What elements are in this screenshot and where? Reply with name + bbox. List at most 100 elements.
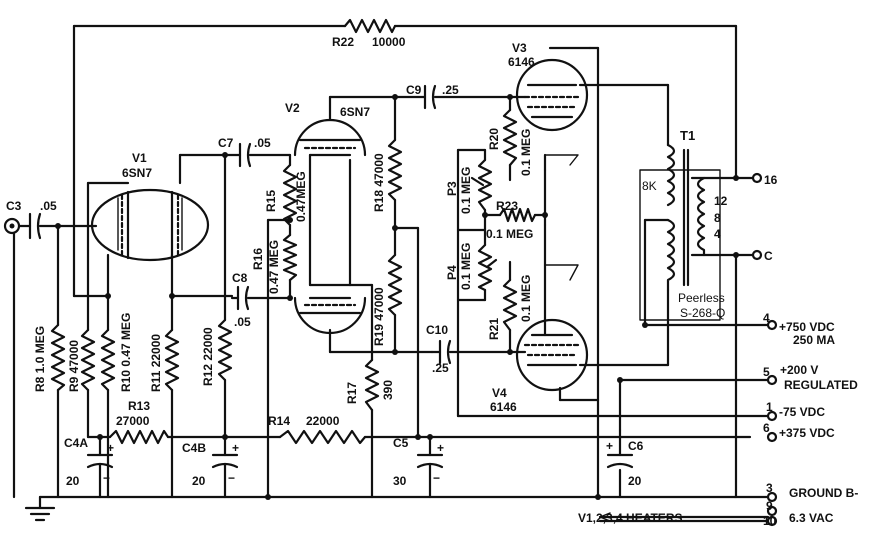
terminal-10-label: 6.3 VAC xyxy=(789,511,834,525)
v2-name: V2 xyxy=(285,101,300,115)
r22-value: 10000 xyxy=(372,35,406,49)
heaters-label: V1,2,3,4 HEATERS xyxy=(578,511,682,525)
svg-text:+: + xyxy=(107,441,114,455)
c4b-capacitor xyxy=(211,435,239,499)
r19-label: R19 47000 xyxy=(372,287,386,346)
c9-value: .25 xyxy=(442,83,459,97)
c3-ref: C3 xyxy=(6,199,22,213)
junction-dots xyxy=(55,94,739,500)
v4-type: 6146 xyxy=(490,400,517,414)
r18-label: R18 47000 xyxy=(372,153,386,212)
c5-ref: C5 xyxy=(393,436,409,450)
c7-value: .05 xyxy=(254,136,271,150)
input-jack-icon xyxy=(3,217,21,235)
terminal-3-label: GROUND B- xyxy=(789,486,858,500)
v1-tube xyxy=(90,188,210,262)
r11-resistor xyxy=(164,328,180,392)
r15-resistor xyxy=(282,163,298,227)
r12-label: R12 22000 xyxy=(201,327,215,386)
svg-text:+: + xyxy=(232,441,239,455)
terminal-10-pin: 10 xyxy=(763,514,777,528)
r22-ref: R22 xyxy=(332,35,354,49)
labels: R22 10000 V1 6SN7 V2 6SN7 V3 6146 V4 614… xyxy=(6,35,858,528)
svg-text:−: − xyxy=(103,471,110,485)
terminal-circles xyxy=(599,172,778,527)
r23-resistor xyxy=(498,207,537,223)
terminal-9-pin: 9 xyxy=(766,499,773,513)
c6-value: 20 xyxy=(628,474,642,488)
terminal-4-pin: 4 xyxy=(763,311,770,325)
c9-ref: C9 xyxy=(406,83,422,97)
p3-ref: P3 xyxy=(445,181,459,196)
c4b-value: 20 xyxy=(192,474,206,488)
r17-ref: R17 xyxy=(345,382,359,404)
c4b-ref: C4B xyxy=(182,441,206,455)
svg-text:−: − xyxy=(433,471,440,485)
t1-tap-12: 12 xyxy=(714,194,728,208)
c10-ref: C10 xyxy=(426,323,448,337)
v2-tube-upper xyxy=(293,118,367,157)
v3-tube xyxy=(515,58,589,132)
r16-resistor xyxy=(282,233,298,282)
c10-capacitor xyxy=(438,339,452,365)
ground-symbol xyxy=(24,495,56,522)
r9-resistor xyxy=(80,328,96,392)
c4a-capacitor xyxy=(86,435,114,499)
c7-ref: C7 xyxy=(218,136,234,150)
terminal-4-sub: 250 MA xyxy=(793,333,835,347)
p3-value: 0.1 MEG xyxy=(459,167,473,214)
r14-resistor xyxy=(278,429,367,445)
r23-value: 0.1 MEG xyxy=(486,227,533,241)
r22-resistor xyxy=(343,18,397,34)
t1-tap-16: 16 xyxy=(764,173,778,187)
terminal-4-label: +750 VDC xyxy=(779,320,835,334)
v2-tube-lower xyxy=(293,296,367,335)
r23-ref: R23 xyxy=(496,199,518,213)
r20-ref: R20 xyxy=(487,128,501,150)
r8-label: R8 1.0 MEG xyxy=(33,326,47,392)
c4a-value: 20 xyxy=(66,474,80,488)
p4-potentiometer xyxy=(477,243,493,292)
terminal-1-circle xyxy=(766,410,778,422)
r11-label: R11 22000 xyxy=(149,334,163,392)
r14-value: 22000 xyxy=(306,414,340,428)
terminal-3-circle xyxy=(766,491,778,503)
r9-label: R9 47000 xyxy=(67,340,81,392)
v3-name: V3 xyxy=(512,41,527,55)
r15-ref: R15 xyxy=(264,190,278,212)
c6-capacitor xyxy=(606,428,634,469)
svg-text:+: + xyxy=(437,441,444,455)
p4-value: 0.1 MEG xyxy=(459,243,473,290)
r13-resistor xyxy=(108,429,170,445)
r20-value: 0.1 MEG xyxy=(519,129,533,176)
c3-value: .05 xyxy=(40,199,57,213)
t1-tap-4: 4 xyxy=(714,227,721,241)
wiring xyxy=(12,24,770,523)
v2-type: 6SN7 xyxy=(340,105,370,119)
r13-ref: R13 xyxy=(128,399,150,413)
r21-resistor xyxy=(502,278,518,332)
r21-value: 0.1 MEG xyxy=(519,275,533,322)
r17-resistor xyxy=(364,358,380,412)
svg-text:−: − xyxy=(228,471,235,485)
v1-name: V1 xyxy=(132,151,147,165)
t1-tap-c: C xyxy=(764,249,773,263)
r19-resistor xyxy=(387,253,403,317)
terminal-1-label: -75 VDC xyxy=(779,405,825,419)
c5-value: 30 xyxy=(393,474,407,488)
p3-potentiometer xyxy=(477,158,493,212)
r21-ref: R21 xyxy=(487,318,501,340)
r18-resistor xyxy=(387,138,403,202)
terminal-5-circle xyxy=(766,374,778,386)
terminal-5-pin: 5 xyxy=(763,365,770,379)
c4a-ref: C4A xyxy=(64,436,88,450)
output-transformer xyxy=(639,143,721,321)
r10-label: R10 0.47 MEG xyxy=(119,313,133,392)
r15-value: 0.47MEG xyxy=(294,171,308,222)
v3-type: 6146 xyxy=(508,55,535,69)
terminal-4-circle xyxy=(766,319,778,331)
t1-primary-winding xyxy=(666,143,676,292)
c8-value: .05 xyxy=(234,315,251,329)
c9-capacitor xyxy=(423,84,437,110)
c8-ref: C8 xyxy=(232,271,248,285)
